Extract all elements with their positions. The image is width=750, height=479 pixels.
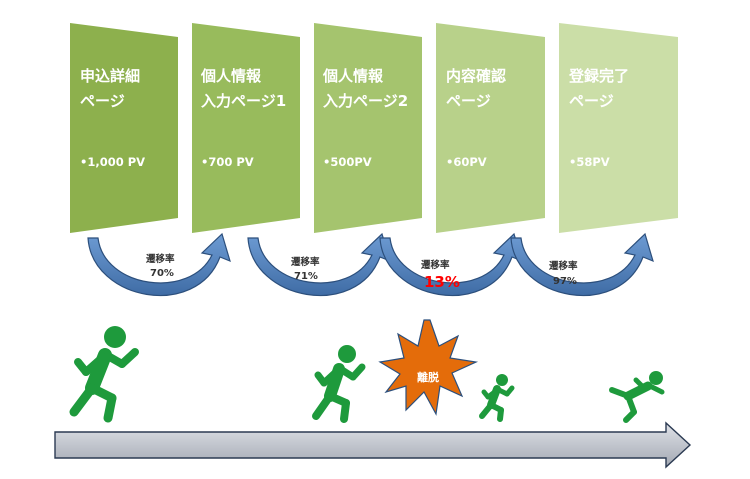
- transition-rate-value: 71%: [294, 271, 318, 282]
- step-block-4: [436, 23, 545, 233]
- runner-icon: [69, 326, 139, 423]
- transition-rate-label: 遷移率: [421, 260, 450, 271]
- transition-rate-label: 遷移率: [291, 257, 320, 268]
- step-pv: •1,000 PV: [80, 155, 146, 169]
- step-title: 個人情報 入力ページ1: [201, 67, 287, 110]
- runner-icon: [312, 345, 366, 423]
- step-pv: •60PV: [446, 155, 487, 169]
- step-block-2: [192, 23, 300, 233]
- step-title: 内容確認 ページ: [446, 67, 507, 110]
- runner-icon: [479, 374, 515, 422]
- transition-rate-label: 遷移率: [549, 261, 578, 272]
- step-block-1: [70, 23, 178, 233]
- step-pv: •500PV: [323, 155, 372, 169]
- transition-rate-value: 97%: [553, 276, 577, 287]
- dropout-burst-icon: [378, 319, 479, 416]
- transition-arrow-1: [87, 232, 231, 297]
- step-title: 登録完了 ページ: [569, 67, 630, 110]
- runner-icon: [609, 371, 665, 423]
- step-block-3: [314, 23, 422, 233]
- step-title: 個人情報 入力ページ2: [323, 67, 409, 110]
- transition-rate-value: 13%: [424, 273, 460, 291]
- step-block-5: [559, 23, 678, 233]
- transition-rate-label: 遷移率: [146, 254, 175, 265]
- step-pv: •58PV: [569, 155, 610, 169]
- dropout-label: 離脱: [417, 371, 439, 384]
- transition-rate-value: 70%: [150, 268, 174, 279]
- transition-arrow-4: [510, 232, 654, 297]
- step-pv: •700 PV: [201, 155, 254, 169]
- timeline-arrow: [54, 421, 692, 469]
- step-title: 申込詳細 ページ: [80, 67, 141, 110]
